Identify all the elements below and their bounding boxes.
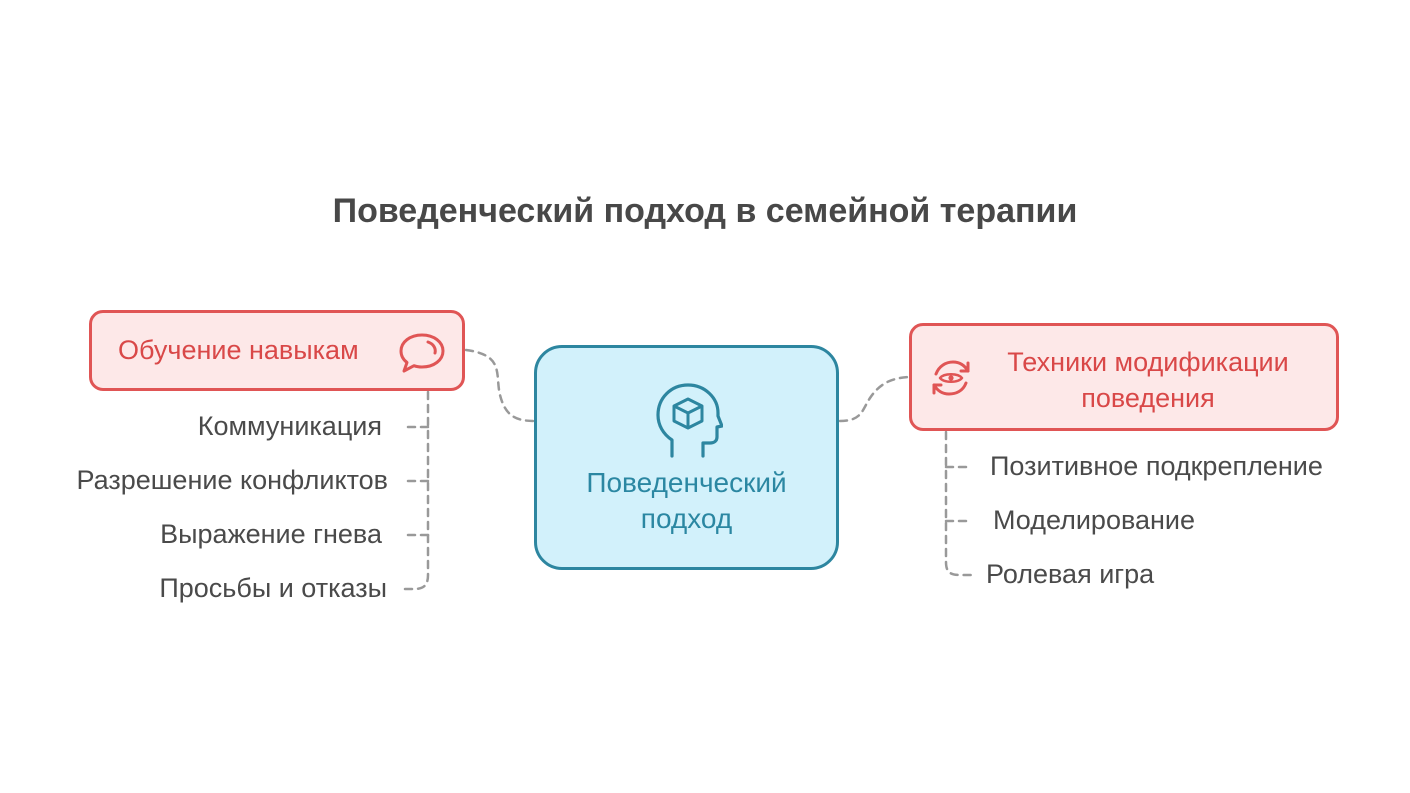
branch-skills-training-label: Обучение навыкам [118,335,359,365]
eye-cycle-icon [932,360,970,396]
leaf-conflict-resolution: Разрешение конфликтов [76,465,388,495]
branch-behavior-modification-label: Техники модификации поведения [1007,347,1289,413]
speech-bubble-icon [399,333,445,373]
connector-center-right [838,375,911,423]
head-cube-icon [656,383,723,458]
central-node-label: Поведенческий подход [586,467,787,534]
leaf-communication: Коммуникация [197,411,382,441]
leaf-modeling: Моделирование [993,505,1196,535]
connector-right-trunk [944,430,974,577]
leaf-role-play: Ролевая игра [986,559,1155,589]
leaf-positive-reinforcement: Позитивное подкрепление [990,451,1323,481]
branch-skills-training: Обучение навыкам [89,310,465,391]
connector-left-trunk [400,390,430,591]
branch-behavior-modification: Техники модификации поведения [909,323,1339,431]
central-node: Поведенческий подход [534,345,839,570]
leaf-requests-refusals: Просьбы и отказы [159,573,387,603]
connector-left-center [464,348,536,423]
leaf-anger-expression: Выражение гнева [160,519,382,549]
diagram-title: Поведенческий подход в семейной терапии [332,192,1078,230]
